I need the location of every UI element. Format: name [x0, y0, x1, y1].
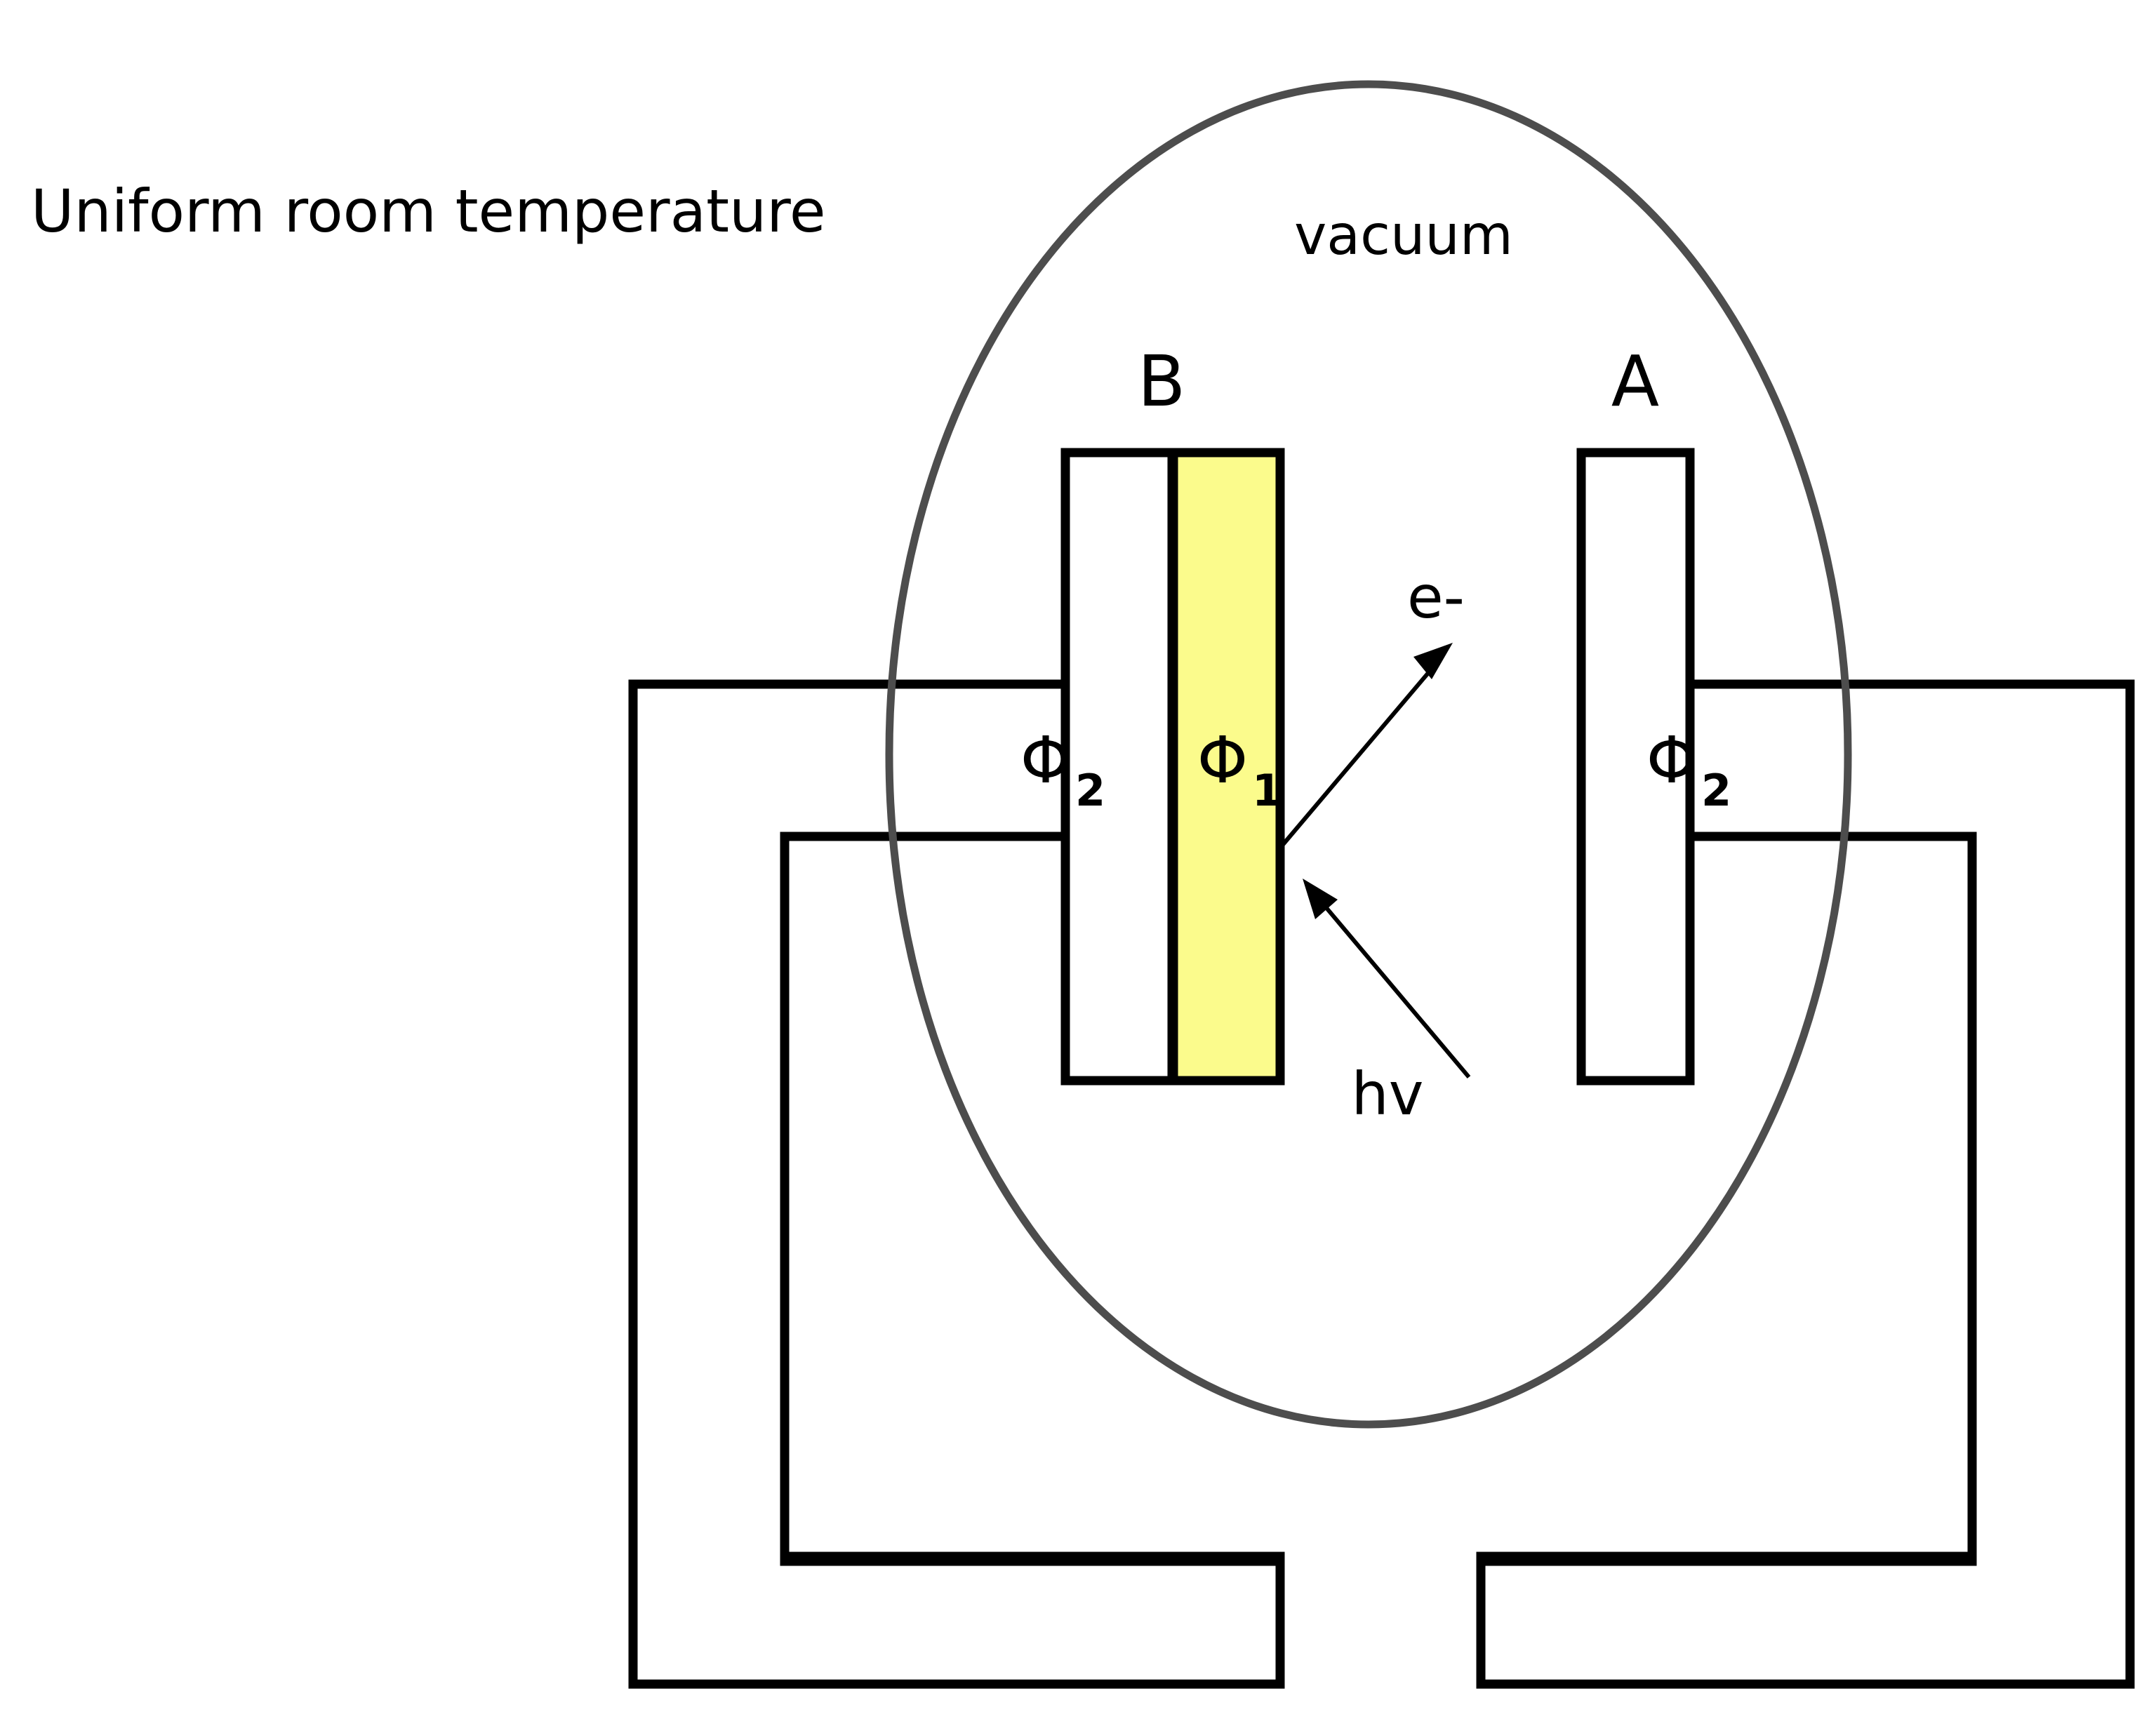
electron-label: e-	[1407, 563, 1465, 632]
photon-arrow	[1303, 879, 1471, 1079]
plate-b-photocathode-coating	[1169, 448, 1285, 1086]
phi-subscript: 2	[1075, 765, 1105, 816]
page-title: Uniform room temperature	[31, 177, 826, 246]
electron-arrow	[1279, 643, 1453, 848]
vacuum-label: vacuum	[1294, 204, 1513, 267]
phi-symbol: Φ	[1646, 723, 1697, 798]
plate-a-electrode	[1576, 448, 1695, 1086]
photon-label: hv	[1352, 1060, 1424, 1128]
vacuum-envelope-ellipse	[885, 80, 1852, 1429]
wire-outer-left	[628, 679, 1285, 1689]
wire-inner-right	[1481, 832, 1977, 1566]
phi-b-substrate-label: Φ 2	[1020, 723, 1105, 816]
wire-outer-right	[1476, 679, 2135, 1689]
phi-a-label: Φ 2	[1646, 723, 1731, 816]
phi-symbol: Φ	[1020, 723, 1071, 798]
phi-subscript: 2	[1701, 765, 1731, 816]
plate-b-label: B	[1138, 340, 1186, 422]
plate-a-label: A	[1611, 340, 1659, 422]
plate-b-substrate	[1060, 448, 1177, 1086]
wire-inner-left	[780, 832, 1280, 1566]
phi-symbol: Φ	[1197, 723, 1248, 798]
phi-subscript: 1	[1252, 765, 1282, 816]
phi-b-coating-label: Φ 1	[1197, 723, 1282, 816]
